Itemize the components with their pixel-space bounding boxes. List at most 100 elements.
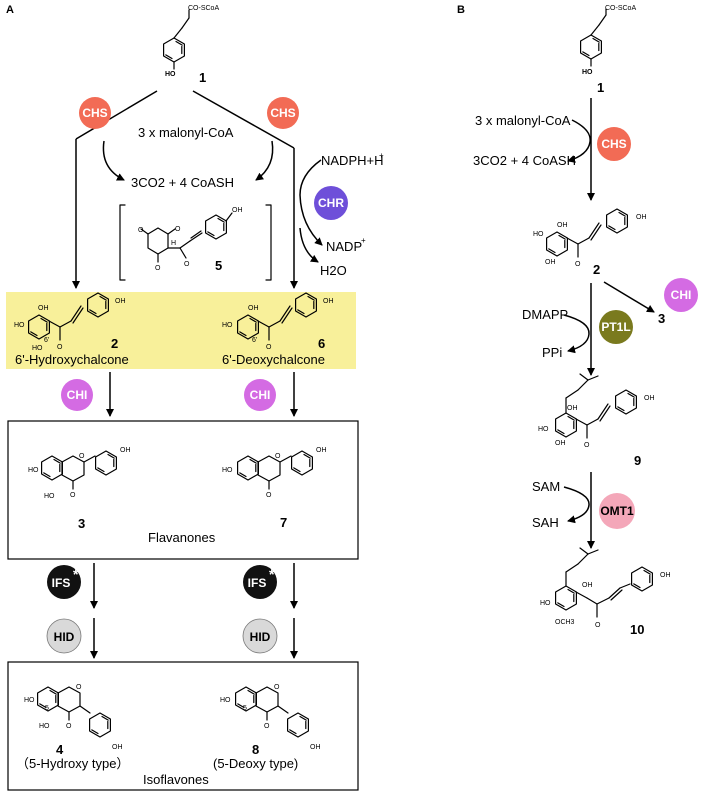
arrow-2-to-3-b xyxy=(603,281,655,313)
nadph-label: NADPH+H xyxy=(321,153,384,168)
compound-9-structure xyxy=(554,373,638,439)
compound-2-number-b: 2 xyxy=(593,262,600,277)
panel-b-label: B xyxy=(457,4,465,16)
hid-enzyme-right: HID xyxy=(242,618,278,654)
c2a-oh-right: OH xyxy=(115,298,126,305)
chs-enzyme-b: CHS xyxy=(597,127,631,161)
c8-ho-left: HO xyxy=(220,697,231,704)
branch-line-left xyxy=(75,90,158,140)
compound-5-number: 5 xyxy=(215,258,222,273)
compound-6-structure xyxy=(237,292,317,341)
branch-line-right xyxy=(192,90,295,149)
compound-1-number: 1 xyxy=(199,70,206,85)
c8-ring-o: O xyxy=(274,684,280,691)
c2a-position-6: 6' xyxy=(44,337,49,344)
chs-label-b: CHS xyxy=(601,137,626,151)
c10-ho-left: HO xyxy=(540,600,551,607)
sam-arrow xyxy=(563,486,590,524)
c10-oh-top: OH xyxy=(582,582,593,589)
chalcone-highlight xyxy=(6,292,356,369)
c5-oxo-4: O xyxy=(184,261,190,268)
chi-label-a-left: CHI xyxy=(67,388,88,402)
c2b-oh-right: OH xyxy=(636,214,647,221)
chr-label: CHR xyxy=(318,196,344,210)
c2b-oh-top: OH xyxy=(557,222,568,229)
c6-oxo: O xyxy=(266,344,272,351)
ifs-enzyme-left: IFS * xyxy=(47,565,81,599)
malonyl-arrow-b xyxy=(567,119,591,163)
c2b-ho-left: HO xyxy=(533,231,544,238)
c5-oh-label: OH xyxy=(232,207,243,214)
compound-9-number: 9 xyxy=(634,453,641,468)
compound-6-number: 6 xyxy=(318,336,325,351)
compound-3-number-b: 3 xyxy=(658,311,665,326)
nadp-sup: + xyxy=(361,236,366,245)
dmapp-label: DMAPP xyxy=(522,307,568,322)
compound-8-number: 8 xyxy=(252,742,259,757)
ifs-star-left: * xyxy=(73,566,79,582)
chi-enzyme-a-left: CHI xyxy=(61,379,93,411)
deoxychalcone-label: 6'-Deoxychalcone xyxy=(222,352,325,367)
compound-7-number: 7 xyxy=(280,515,287,530)
flavanones-label: Flavanones xyxy=(148,530,216,545)
deoxy-type-label: (5-Deoxy type) xyxy=(213,756,298,771)
chi-enzyme-a-right: CHI xyxy=(244,379,276,411)
pt1l-label: PT1L xyxy=(601,320,630,334)
hid-label-right: HID xyxy=(250,630,271,644)
compound-4-number: 4 xyxy=(56,742,64,757)
panel-a-label: A xyxy=(6,4,14,16)
c5-oxo-2: O xyxy=(175,226,181,233)
hydroxy-label: HO xyxy=(165,71,176,78)
c6-oh-right: OH xyxy=(323,298,334,305)
c5-oxo-3: O xyxy=(155,265,161,272)
c9-oh-top: OH xyxy=(567,405,578,412)
c10-oh-right: OH xyxy=(660,572,671,579)
chs-label-right: CHS xyxy=(270,106,295,120)
c5-oxo-1: O xyxy=(138,227,144,234)
chi-enzyme-b: CHI xyxy=(664,278,698,312)
compound-1-structure xyxy=(163,9,190,70)
hydroxychalcone-label: 6'-Hydroxychalcone xyxy=(15,352,129,367)
c4-ho-bottom: HO xyxy=(39,723,50,730)
c3-ho-bottom: HO xyxy=(44,493,55,500)
ifs-label-left: IFS xyxy=(52,576,71,590)
hydroxy-label-b: HO xyxy=(582,69,593,76)
malonyl-coa-label-b: 3 x malonyl-CoA xyxy=(475,113,571,128)
c4-oh: OH xyxy=(112,744,123,751)
c4-oxo: O xyxy=(66,723,72,730)
chs-label-left: CHS xyxy=(82,106,107,120)
compound-8-structure xyxy=(235,686,309,738)
hydroxy-type-label: （5-Hydroxy type） xyxy=(16,756,129,771)
compound-1-number-b: 1 xyxy=(597,80,604,95)
c9-oh-bottom: OH xyxy=(555,440,566,447)
c7-oxo: O xyxy=(266,492,272,499)
nadp-label: NADP xyxy=(326,239,362,254)
chs-enzyme-right: CHS xyxy=(267,97,299,129)
chr-curve-1 xyxy=(299,159,323,246)
c3-ring-o: O xyxy=(79,453,85,460)
c3-oh: OH xyxy=(120,447,131,454)
compound-5-structure xyxy=(119,204,272,281)
compound-2-structure-a xyxy=(28,292,110,341)
pt1l-enzyme: PT1L xyxy=(599,310,633,344)
c7-oh: OH xyxy=(316,447,327,454)
chi-label-a-right: CHI xyxy=(250,388,271,402)
c6-oh-top: OH xyxy=(248,305,259,312)
c4-ring-o: O xyxy=(76,684,82,691)
compound-10-structure xyxy=(554,547,654,618)
c8-oxo: O xyxy=(264,723,270,730)
c8-oh: OH xyxy=(310,744,321,751)
sam-label: SAM xyxy=(532,479,560,494)
chr-curve-2 xyxy=(299,227,319,263)
nadph-sup: + xyxy=(379,151,384,160)
coa-group-label-b: CO-SCoA xyxy=(605,5,636,12)
malonyl-coa-label: 3 x malonyl-CoA xyxy=(138,125,234,140)
compound-1-structure-b xyxy=(579,8,607,67)
c2a-oh-top: OH xyxy=(38,305,49,312)
compound-4-structure xyxy=(36,686,112,738)
co2-coash-label-b: 3CO2 + 4 CoASH xyxy=(473,153,576,168)
c7-ring-o: O xyxy=(275,453,281,460)
compound-3-structure xyxy=(40,450,118,490)
malonyl-arrow-left xyxy=(102,140,125,181)
